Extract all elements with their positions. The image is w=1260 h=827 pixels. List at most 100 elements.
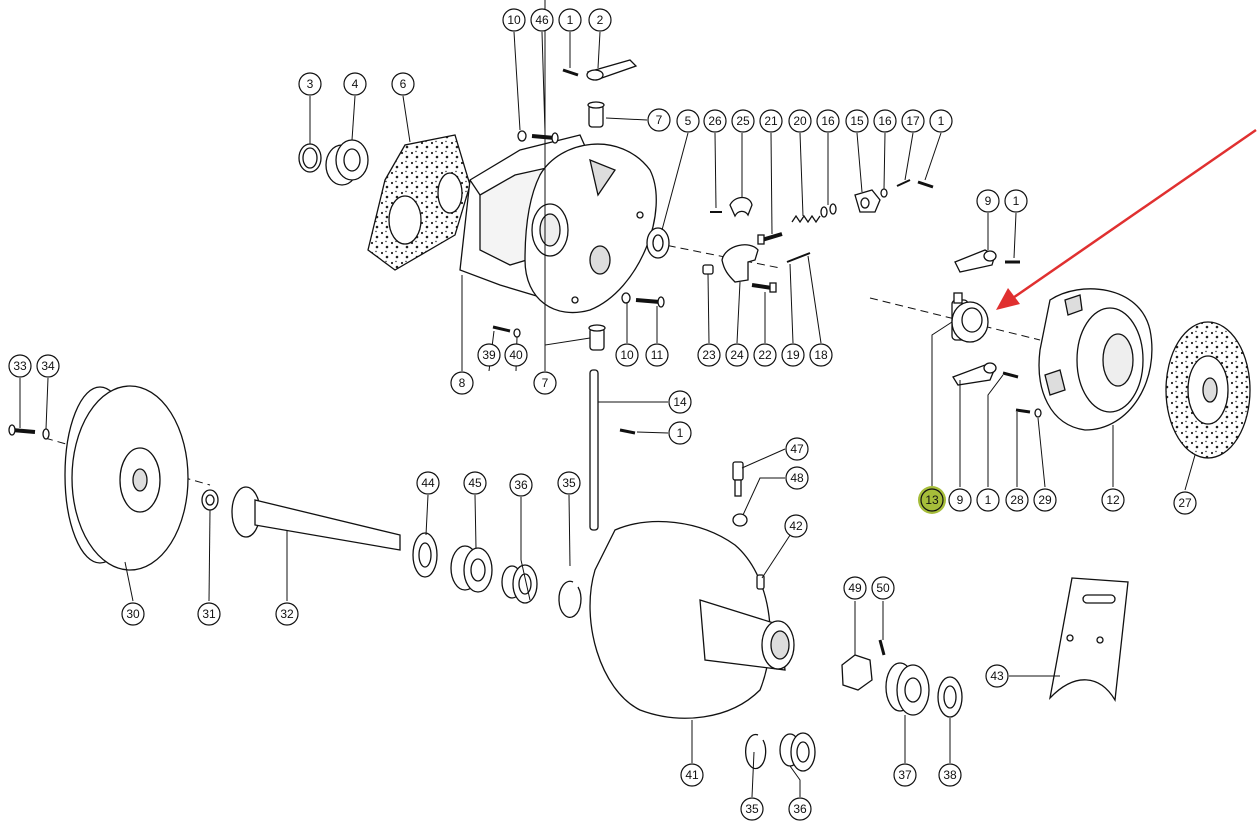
callout-13: 13 <box>920 488 944 512</box>
callout-circle <box>948 488 972 512</box>
callout-circle <box>1173 491 1197 515</box>
callout-circle <box>530 8 554 32</box>
callout-circle <box>1033 488 1057 512</box>
callout-number: 14 <box>673 395 687 409</box>
part-33-bolt <box>8 424 50 440</box>
callout-32: 32 <box>275 602 299 626</box>
part-32-input-shaft <box>231 486 401 551</box>
callout-number: 38 <box>943 768 957 782</box>
callout-47: 47 <box>785 437 809 461</box>
callout-number: 26 <box>708 114 722 128</box>
callout-43: 43 <box>985 664 1009 688</box>
callout-number: 28 <box>1010 493 1024 507</box>
callout-circle <box>759 109 783 133</box>
part-48-nut <box>732 513 748 527</box>
callout-number: 43 <box>990 669 1004 683</box>
part-41-drum <box>589 521 795 719</box>
callout-circle <box>668 390 692 414</box>
callout-number: 6 <box>400 77 407 91</box>
callout-18: 18 <box>809 343 833 367</box>
callout-circle <box>558 8 582 32</box>
callout-number: 49 <box>848 581 862 595</box>
part-30-flywheel <box>64 385 189 571</box>
callout-26: 26 <box>703 109 727 133</box>
callout-number: 46 <box>535 13 549 27</box>
callout-1: 1 <box>558 8 582 32</box>
part-38-seal <box>937 676 963 718</box>
callout-circle <box>843 576 867 600</box>
callout-36: 36 <box>509 473 533 497</box>
part-5-seal <box>646 227 670 259</box>
callout-number: 1 <box>1013 194 1020 208</box>
callout-number: 50 <box>876 581 890 595</box>
callout-circle <box>416 471 440 495</box>
part-43-plate <box>1048 577 1129 702</box>
callout-45: 45 <box>463 471 487 495</box>
callout-circle <box>845 109 869 133</box>
callout-number: 25 <box>736 114 750 128</box>
callout-circle <box>873 109 897 133</box>
callout-28: 28 <box>1005 488 1029 512</box>
callout-number: 32 <box>280 607 294 621</box>
callout-37: 37 <box>893 763 917 787</box>
callout-circle <box>1005 488 1029 512</box>
callout-31: 31 <box>197 602 221 626</box>
callout-number: 23 <box>702 348 716 362</box>
callout-circle <box>1101 488 1125 512</box>
callout-number: 21 <box>764 114 778 128</box>
callout-40: 40 <box>504 343 528 367</box>
callout-circle <box>731 109 755 133</box>
callout-16: 16 <box>816 109 840 133</box>
part-25-bracket <box>710 196 753 218</box>
callout-number: 1 <box>567 13 574 27</box>
callout-circle <box>816 109 840 133</box>
part-50-screw <box>878 639 886 656</box>
callout-circle <box>871 576 895 600</box>
part-21-bolt <box>757 232 783 245</box>
callout-circle <box>697 343 721 367</box>
part-37-bearing <box>885 662 930 716</box>
callout-circle <box>588 8 612 32</box>
callout-27: 27 <box>1173 491 1197 515</box>
callout-circle <box>893 763 917 787</box>
part-23-nut <box>702 264 714 275</box>
callout-circle <box>197 602 221 626</box>
callout-circle <box>676 109 700 133</box>
part-27-clutch-disc <box>1165 321 1251 459</box>
callout-number: 36 <box>793 802 807 816</box>
callout-number: 17 <box>906 114 920 128</box>
callout-circle <box>615 343 639 367</box>
callout-number: 9 <box>985 194 992 208</box>
callout-number: 30 <box>126 607 140 621</box>
callout-circle <box>788 797 812 821</box>
callout-16: 16 <box>873 109 897 133</box>
callout-number: 15 <box>850 114 864 128</box>
part-45-bearing <box>450 545 493 593</box>
part-22-bolt <box>751 282 777 293</box>
callout-3: 3 <box>298 72 322 96</box>
callout-25: 25 <box>731 109 755 133</box>
part-6-gasket <box>367 134 471 271</box>
callout-circle <box>785 466 809 490</box>
callout-circle <box>533 371 557 395</box>
callout-number: 40 <box>509 348 523 362</box>
callout-number: 44 <box>421 476 435 490</box>
callout-number: 22 <box>758 348 772 362</box>
callout-number: 19 <box>786 348 800 362</box>
callout-circle <box>901 109 925 133</box>
callout-circle <box>298 72 322 96</box>
callout-number: 47 <box>790 442 804 456</box>
part-14-shaft <box>589 369 599 531</box>
callout-29: 29 <box>1033 488 1057 512</box>
callout-35: 35 <box>557 471 581 495</box>
callout-24: 24 <box>725 343 749 367</box>
callout-number: 13 <box>925 493 939 507</box>
callout-30: 30 <box>121 602 145 626</box>
callout-circle <box>463 471 487 495</box>
callout-circle <box>504 343 528 367</box>
callout-number: 16 <box>821 114 835 128</box>
callout-circle <box>785 437 809 461</box>
callout-circle <box>36 354 60 378</box>
